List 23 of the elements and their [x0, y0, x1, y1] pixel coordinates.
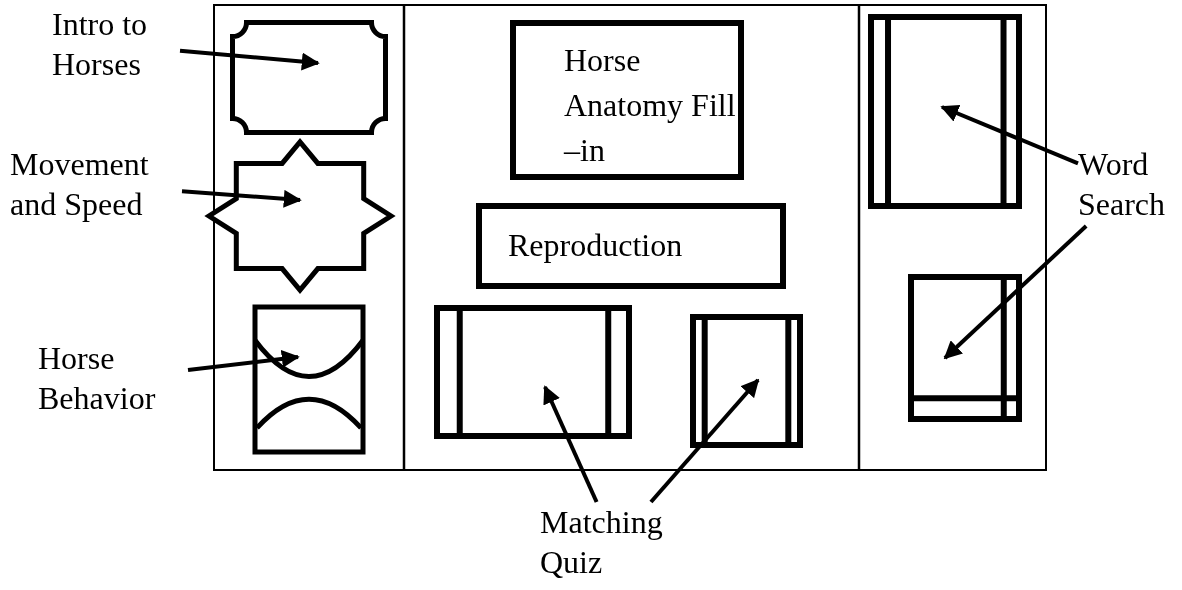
- label-text: Intro to Horses: [52, 4, 180, 86]
- book-shape: [690, 314, 803, 448]
- box-label: Horse Anatomy Fill –in: [562, 41, 737, 170]
- arrow: [943, 224, 1088, 360]
- topic-box: [510, 20, 744, 180]
- topic-box: [476, 203, 786, 289]
- label-text: Movement and Speed: [10, 144, 182, 226]
- arrow: [940, 104, 1079, 166]
- plaque-shape: [230, 20, 388, 135]
- arrow: [187, 350, 300, 373]
- box-label: Reproduction: [507, 226, 684, 265]
- drum-shape: [252, 304, 366, 455]
- star-shape: [207, 140, 393, 292]
- arrow: [179, 48, 320, 71]
- book-shape: [868, 14, 1022, 209]
- label-text: Word Search: [1078, 144, 1182, 226]
- arrow: [181, 189, 302, 208]
- book-shape: [908, 274, 1022, 422]
- label-text: Horse Behavior: [38, 338, 188, 420]
- arrow: [543, 385, 599, 503]
- book-shape: [434, 305, 632, 439]
- arrow: [649, 378, 760, 504]
- label-text: Matching Quiz: [540, 502, 690, 584]
